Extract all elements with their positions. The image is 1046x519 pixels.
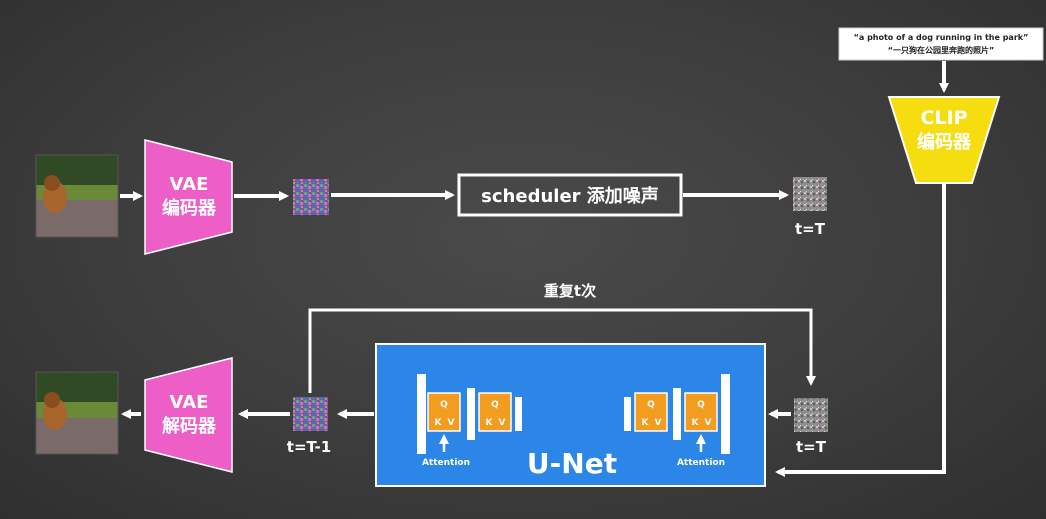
timestep-unet-input-label: t=T xyxy=(796,438,827,456)
latent-bottom-icon xyxy=(293,397,328,431)
loop-arrow xyxy=(308,308,816,393)
timestep-top-label: t=T xyxy=(795,220,826,238)
vae-decoder-line1: VAE xyxy=(170,392,209,413)
svg-text:K: K xyxy=(435,418,443,428)
unet-title: U-Net xyxy=(527,447,617,480)
input-dog-image xyxy=(35,154,119,238)
unet-layer-bar xyxy=(515,397,522,431)
vae-encoder-line2: 编码器 xyxy=(162,197,217,219)
vae-encoder-line1: VAE xyxy=(170,174,209,195)
unet-layer-bar xyxy=(721,374,730,454)
unet-box: Q K V Q K V Attention Q K V Q K V xyxy=(375,343,766,487)
prompt-chinese: “一只狗在公园里奔跑的照片” xyxy=(888,45,995,55)
attention-block-left-1: Q K V xyxy=(427,392,461,432)
svg-text:V: V xyxy=(705,418,712,428)
prompt-box: “a photo of a dog running in the park” “… xyxy=(838,27,1044,61)
clip-encoder: CLIP 编码器 xyxy=(887,96,1001,184)
noise-bottom-icon xyxy=(794,398,828,432)
scheduler-label: scheduler 添加噪声 xyxy=(481,185,659,207)
svg-text:Q: Q xyxy=(491,400,499,410)
vae-encoder: VAE 编码器 xyxy=(144,139,233,255)
attention-block-right-1: Q K V xyxy=(634,392,668,432)
unet-layer-bar xyxy=(673,388,681,440)
attention-label-left: Attention xyxy=(422,458,470,468)
unet-layer-bar xyxy=(467,388,475,440)
output-dog-image xyxy=(35,371,119,455)
svg-text:Q: Q xyxy=(697,400,705,410)
clip-label-line1: CLIP xyxy=(920,107,967,129)
attention-label-right: Attention xyxy=(677,458,725,468)
unet-layer-bar xyxy=(624,397,631,431)
svg-text:V: V xyxy=(499,418,506,428)
clip-label-line2: 编码器 xyxy=(917,131,972,153)
svg-text:Q: Q xyxy=(647,400,655,410)
svg-text:K: K xyxy=(486,418,494,428)
attention-block-left-2: Q K V xyxy=(478,392,512,432)
latent-top-icon xyxy=(293,179,329,215)
prompt-english: “a photo of a dog running in the park” xyxy=(854,33,1029,42)
loop-label: 重复t次 xyxy=(544,282,596,300)
svg-text:K: K xyxy=(642,418,650,428)
svg-text:Q: Q xyxy=(440,400,448,410)
timestep-unet-output-label: t=T-1 xyxy=(287,438,331,456)
scheduler-box: scheduler 添加噪声 xyxy=(457,173,683,217)
noise-top-icon xyxy=(793,177,827,211)
svg-text:K: K xyxy=(692,418,700,428)
svg-text:V: V xyxy=(655,418,662,428)
arrow-clip-to-unet xyxy=(775,184,946,477)
vae-decoder-line2: 解码器 xyxy=(162,415,217,437)
vae-decoder: VAE 解码器 xyxy=(144,357,233,473)
svg-text:V: V xyxy=(448,418,455,428)
unet-layer-bar xyxy=(417,374,426,454)
attention-block-right-2: Q K V xyxy=(684,392,718,432)
